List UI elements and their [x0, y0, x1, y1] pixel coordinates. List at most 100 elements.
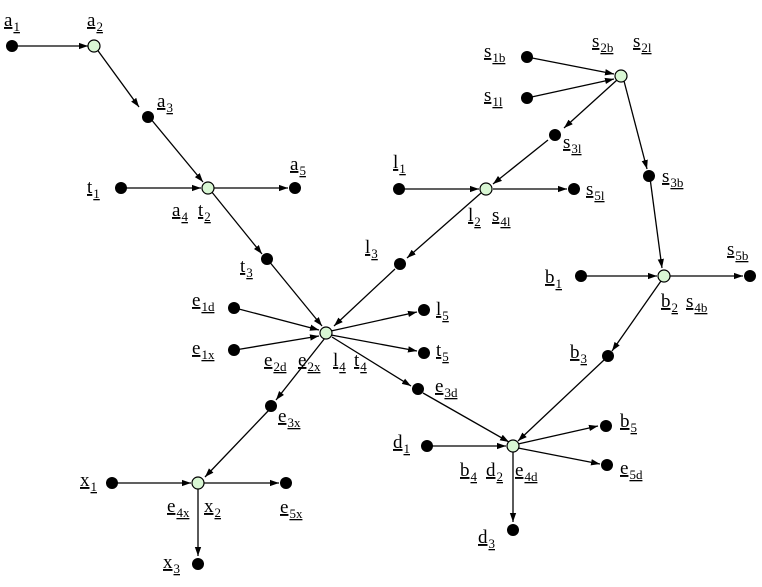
node-e3x — [265, 400, 277, 412]
label-l3: l3 — [365, 237, 378, 261]
label-l4: l4 — [333, 350, 346, 374]
label-s5l: s5l — [586, 179, 605, 203]
label-x2: x2 — [204, 496, 221, 520]
edge-hub-e3x — [275, 337, 326, 401]
edge-e3d-d2 — [422, 392, 510, 443]
edge-e1x-hub — [234, 334, 320, 351]
label-s1l: s1l — [484, 85, 503, 109]
node-e1d — [228, 302, 240, 314]
edge-s1l-s2 — [526, 77, 615, 99]
edge-a2-a3 — [95, 47, 140, 108]
label-b3: b3 — [570, 342, 587, 366]
label-l2: l2 — [468, 205, 481, 229]
label-e5x: e5x — [280, 497, 303, 521]
edge-l2-l3 — [406, 192, 482, 259]
label-t2: t2 — [198, 200, 211, 224]
node-t3 — [261, 253, 273, 265]
label-s4l: s4l — [492, 205, 511, 229]
label-t5: t5 — [436, 340, 449, 364]
label-e1d: e1d — [192, 290, 215, 314]
label-l1: l1 — [393, 152, 406, 176]
node-b3 — [602, 350, 614, 362]
label-s1b: s1b — [484, 41, 505, 65]
node-b5 — [600, 420, 612, 432]
junction-node-d2 — [506, 439, 520, 453]
label-a5: a5 — [290, 154, 306, 178]
label-d2: d2 — [486, 460, 503, 484]
edge-s3b-b2 — [649, 177, 664, 269]
node-x1 — [106, 477, 118, 489]
edge-l3-hub — [333, 268, 396, 327]
node-s3l — [549, 129, 561, 141]
label-e3d: e3d — [435, 376, 458, 400]
junction-node-hub — [319, 326, 333, 340]
label-t4: t4 — [354, 350, 367, 374]
label-s2l: s2l — [633, 31, 652, 55]
label-e1x: e1x — [192, 338, 215, 362]
label-b4: b4 — [460, 460, 478, 484]
edge-e1d-hub — [234, 307, 320, 331]
edge-hub-e3d — [331, 336, 412, 387]
node-s5b — [744, 270, 756, 282]
node-t5 — [418, 347, 430, 359]
label-d1: d1 — [393, 432, 410, 456]
label-b5: b5 — [620, 411, 637, 435]
node-l5 — [418, 304, 430, 316]
node-e3d — [412, 383, 424, 395]
junction-node-l2 — [479, 182, 493, 196]
node-e5x — [280, 477, 292, 489]
label-x1: x1 — [80, 470, 97, 494]
node-d3 — [507, 524, 519, 536]
label-x3: x3 — [163, 552, 180, 576]
labels: a1 a2 a3 t1 a4 t2 a5 t3 e1d e1x l5 t5 e2… — [4, 10, 748, 576]
edge-t3-hub — [267, 259, 323, 327]
edge-s1b-s2 — [526, 56, 615, 76]
junction-node-x2 — [191, 476, 205, 490]
edge-s2-s3l — [563, 79, 618, 129]
label-s5b: s5b — [727, 239, 748, 263]
label-a1: a1 — [4, 10, 20, 34]
node-s1b — [521, 51, 533, 63]
node-x3 — [192, 558, 204, 570]
label-s2b: s2b — [592, 31, 613, 55]
edge-d2-b5 — [517, 424, 599, 445]
edge-s2-s3b — [623, 80, 648, 170]
junction-node-a4 — [201, 181, 215, 195]
label-a4: a4 — [172, 200, 188, 224]
label-t1: t1 — [87, 177, 100, 201]
edge-d2-e5d — [517, 447, 601, 466]
node-a3 — [142, 111, 154, 123]
node-s5l — [568, 183, 580, 195]
edge-s3l-l2 — [492, 139, 549, 185]
node-a5 — [289, 182, 301, 194]
node-s3b — [643, 170, 655, 182]
label-e4d: e4d — [515, 460, 538, 484]
label-e4x: e4x — [167, 496, 190, 520]
node-l1 — [393, 183, 405, 195]
label-b1: b1 — [545, 267, 562, 291]
node-e5d — [601, 459, 613, 471]
label-s4b: s4b — [686, 291, 707, 315]
node-d1 — [421, 440, 433, 452]
label-s3l: s3l — [563, 132, 582, 156]
label-a2: a2 — [87, 10, 103, 34]
label-e2x: e2x — [298, 350, 321, 374]
node-a1 — [6, 40, 18, 52]
label-e3x: e3x — [278, 406, 301, 430]
junction-node-s2 — [614, 69, 628, 83]
edge-hub-t5 — [330, 334, 418, 353]
junction-node-b2 — [657, 269, 671, 283]
edge-a4-t3 — [210, 190, 263, 255]
label-e2d: e2d — [264, 350, 287, 374]
node-l3 — [394, 258, 406, 270]
label-b2: b2 — [661, 291, 678, 315]
label-d3: d3 — [478, 527, 495, 551]
edge-a3-a4 — [149, 117, 204, 183]
label-t3: t3 — [240, 256, 253, 280]
label-l5: l5 — [436, 299, 449, 323]
edge-b3-d2 — [517, 359, 605, 442]
edge-hub-l5 — [330, 310, 418, 332]
edge-b2-b3 — [611, 280, 662, 352]
label-e5d: e5d — [620, 458, 643, 482]
